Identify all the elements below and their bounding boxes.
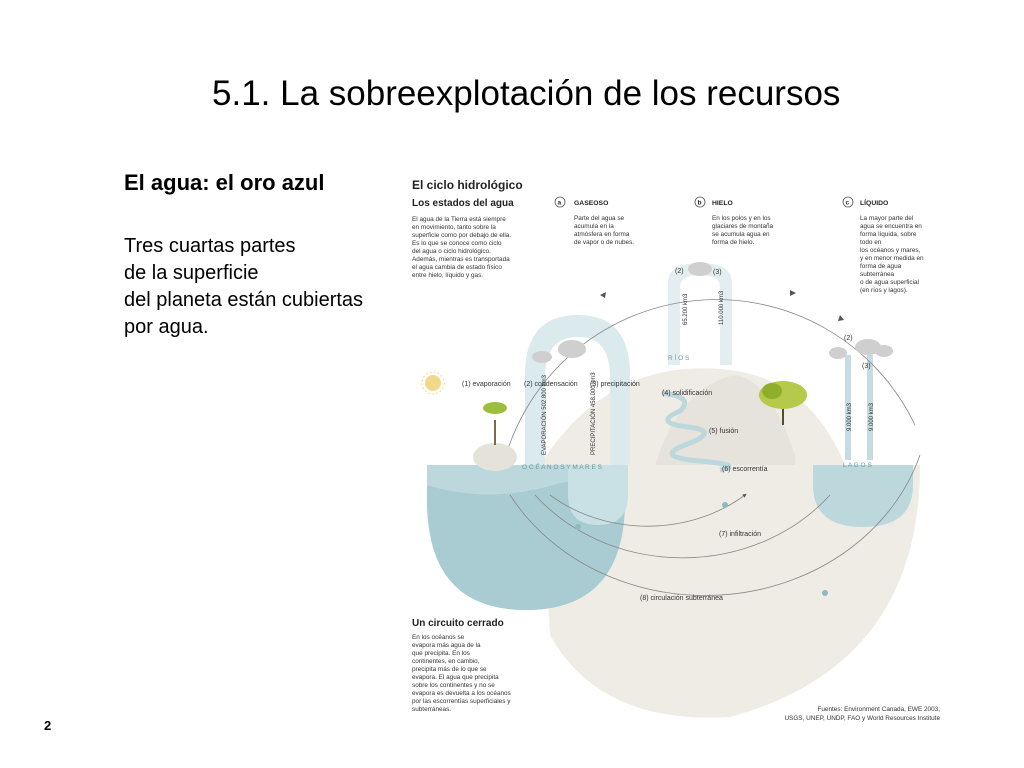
- label-right-3: (3): [862, 363, 871, 370]
- sun-icon: [421, 371, 445, 395]
- svg-text:La mayor parte del: La mayor parte del: [860, 215, 913, 222]
- svg-text:USGS, UNEP, UNDP, FAO y World: USGS, UNEP, UNDP, FAO y World Resources …: [784, 715, 940, 722]
- svg-text:superficie como por debajo de: superficie como por debajo de ella.: [412, 232, 511, 239]
- volume-ice-left: 65.200 km3: [683, 293, 689, 325]
- svg-text:y en menor medida en: y en menor medida en: [860, 255, 924, 262]
- state-hielo: b HIELO En los polos y en los glaciares …: [694, 196, 774, 246]
- svg-text:evapora más agua de la: evapora más agua de la: [412, 642, 481, 649]
- label-solidificacion: (4) solidificación: [662, 390, 712, 397]
- svg-text:En los océanos se: En los océanos se: [412, 634, 465, 641]
- svg-text:Es lo que se conoce como ciclo: Es lo que se conoce como ciclo: [412, 240, 502, 247]
- volume-ice-right: 110.000 km3: [719, 290, 725, 325]
- svg-text:el agua cambia de estado físic: el agua cambia de estado físico: [412, 264, 502, 271]
- svg-text:subterráneas.: subterráneas.: [412, 706, 451, 713]
- body-text: Tres cuartas partes de la superficie del…: [124, 233, 414, 341]
- svg-text:entre hielo, líquido y gas.: entre hielo, líquido y gas.: [412, 272, 483, 279]
- svg-text:de vapor o de nubes.: de vapor o de nubes.: [574, 239, 634, 246]
- svg-text:atmósfera en forma: atmósfera en forma: [574, 231, 630, 238]
- svg-text:forma de hielo.: forma de hielo.: [712, 239, 754, 246]
- tree-icon: [759, 381, 807, 425]
- svg-text:forma de agua: forma de agua: [860, 263, 902, 270]
- state-liquido: c LÍQUIDO La mayor parte del agua se enc…: [842, 196, 924, 294]
- label-fusion: (5) fusión: [709, 428, 738, 435]
- cloud-icon: [532, 262, 893, 363]
- intro-text: El agua de la Tierra está siempre en mov…: [412, 216, 511, 279]
- diagram-subtitle: Los estados del agua: [412, 198, 514, 209]
- island-tree: [473, 402, 517, 471]
- label-evaporacion: (1) evaporación: [462, 381, 511, 388]
- label-escorrentia: (6) escorrentía: [722, 466, 768, 473]
- svg-text:por las escorrentías superfici: por las escorrentías superficiales y: [412, 698, 511, 705]
- svg-text:Parte del agua se: Parte del agua se: [574, 215, 625, 222]
- river: [661, 390, 732, 473]
- svg-text:se acumula agua en: se acumula agua en: [712, 231, 770, 238]
- svg-text:El agua de la Tierra está siem: El agua de la Tierra está siempre: [412, 216, 506, 223]
- earth-mass: [540, 368, 920, 718]
- label-circulacion: (8) circulación subterránea: [640, 595, 723, 602]
- svg-text:evapora. El agua que precipita: evapora. El agua que precipita: [412, 674, 499, 681]
- svg-text:GASEOSO: GASEOSO: [574, 200, 608, 207]
- volume-precipitacion: PRECIPITACIÓN 458.000 km3: [590, 372, 597, 455]
- svg-text:LÍQUIDO: LÍQUIDO: [860, 198, 888, 207]
- pool: [568, 465, 628, 525]
- svg-text:que precipita. En los: que precipita. En los: [412, 650, 470, 657]
- state-gaseoso: a GASEOSO Parte del agua se acumula en l…: [554, 196, 634, 246]
- label-rios: R Í O S: [668, 353, 690, 362]
- label-precipitacion: (3) precipitación: [590, 381, 640, 388]
- svg-text:Fuentes: Environment Canada, E: Fuentes: Environment Canada, EWE 2003,: [817, 706, 940, 713]
- volume-lakes-left: 9.000 km3: [847, 402, 853, 431]
- body-line: por agua.: [124, 316, 209, 338]
- diagram-title: El ciclo hidrológico: [412, 178, 523, 192]
- svg-text:subterránea: subterránea: [860, 271, 895, 278]
- sources: Fuentes: Environment Canada, EWE 2003, U…: [784, 706, 940, 722]
- page-number: 2: [44, 718, 52, 733]
- body-line: de la superficie: [124, 262, 259, 284]
- svg-text:c: c: [846, 200, 850, 207]
- svg-text:en movimiento, tanto sobre la: en movimiento, tanto sobre la: [412, 224, 496, 231]
- cycle-arc: [501, 299, 916, 471]
- svg-text:agua se encuentra en: agua se encuentra en: [860, 223, 922, 230]
- atmosphere-column: [525, 315, 630, 465]
- label-condensacion: (2) condensación: [524, 381, 578, 388]
- label-lagos: L A G O S: [843, 462, 872, 469]
- svg-text:Además, mientras es transporta: Además, mientras es transportada: [412, 256, 510, 263]
- svg-text:forma líquida, sobre: forma líquida, sobre: [860, 231, 917, 238]
- svg-text:En los polos y en los: En los polos y en los: [712, 215, 771, 222]
- svg-text:los océanos y mares,: los océanos y mares,: [860, 247, 921, 254]
- svg-text:todo en: todo en: [860, 239, 882, 246]
- svg-text:o de agua superficial: o de agua superficial: [860, 279, 919, 286]
- svg-text:b: b: [698, 200, 702, 207]
- svg-text:(en ríos y lagos).: (en ríos y lagos).: [860, 287, 908, 294]
- body-line: Tres cuartas partes: [124, 235, 296, 257]
- svg-text:acumula en la: acumula en la: [574, 223, 614, 230]
- svg-text:del agua o ciclo hidrológico.: del agua o ciclo hidrológico.: [412, 248, 491, 255]
- svg-text:evapora es devuelta a los océa: evapora es devuelta a los océanos: [412, 690, 511, 697]
- svg-text:a: a: [558, 200, 562, 207]
- volume-lakes-right: 9.000 km3: [869, 402, 875, 431]
- volume-evaporacion: EVAPORACIÓN 502.800 km3: [541, 374, 548, 455]
- svg-text:glaciares de montaña: glaciares de montaña: [712, 223, 774, 230]
- lake-bowl: [813, 465, 913, 527]
- ice-column: [668, 263, 732, 365]
- svg-text:precipita más de lo que se: precipita más de lo que se: [412, 666, 487, 673]
- svg-text:sobre los continentes y no se: sobre los continentes y no se: [412, 682, 495, 689]
- label-infiltracion: (7) infiltración: [719, 531, 761, 538]
- closed-circuit-title: Un circuito cerrado: [412, 618, 504, 629]
- label-top-3: (3): [713, 269, 722, 276]
- label-oceanos: O C É A N O S Y M A R E S: [522, 462, 603, 471]
- hydrologic-cycle-diagram: El ciclo hidrológico Los estados del agu…: [412, 178, 940, 722]
- cycle-arc-lower: [509, 454, 921, 596]
- svg-text:continentes, en cambio,: continentes, en cambio,: [412, 658, 480, 665]
- body-line: del planeta están cubiertas: [124, 289, 364, 311]
- slide-title: 5.1. La sobreexplotación de los recursos: [212, 74, 841, 113]
- svg-text:HIELO: HIELO: [712, 200, 733, 207]
- label-right-2: (2): [844, 335, 853, 342]
- section-subtitle: El agua: el oro azul: [124, 170, 325, 195]
- closed-circuit-text: En los océanos se evapora más agua de la…: [412, 634, 511, 713]
- label-top-2: (2): [675, 268, 684, 275]
